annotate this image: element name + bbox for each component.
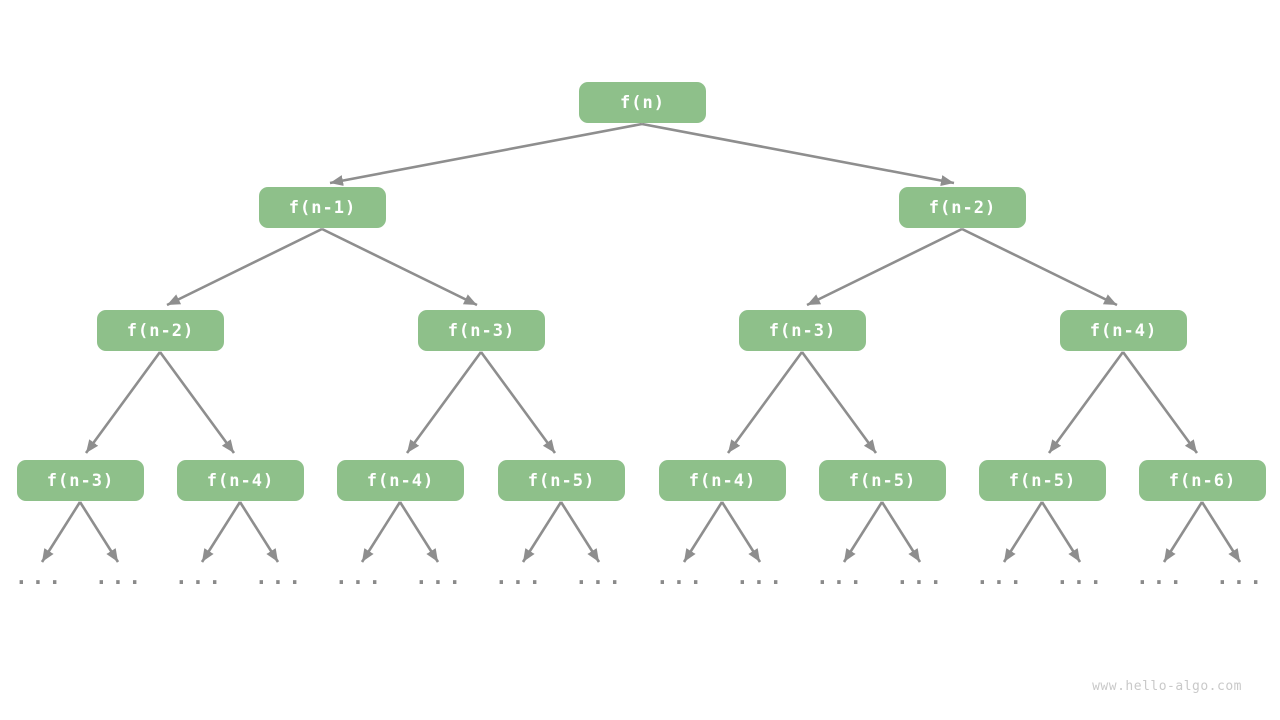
tree-node: f(n-3) (17, 460, 144, 501)
ellipsis-leaf: ... (1216, 565, 1266, 589)
tree-node: f(n-2) (97, 310, 224, 351)
ellipsis-leaf: ... (175, 565, 225, 589)
ellipsis-leaf: ... (736, 565, 786, 589)
ellipsis-leaf: ... (816, 565, 866, 589)
tree-node: f(n-6) (1139, 460, 1266, 501)
ellipsis-leaf: ... (335, 565, 385, 589)
ellipsis-leaf: ... (1056, 565, 1106, 589)
ellipsis-leaf: ... (656, 565, 706, 589)
tree-node-root: f(n) (579, 82, 706, 123)
ellipsis-leaf: ... (1136, 565, 1186, 589)
tree-node: f(n-4) (659, 460, 786, 501)
ellipsis-leaf: ... (896, 565, 946, 589)
tree-node: f(n-5) (979, 460, 1106, 501)
ellipsis-leaf: ... (255, 565, 305, 589)
tree-node: f(n-5) (819, 460, 946, 501)
tree-node: f(n-3) (418, 310, 545, 351)
watermark: www.hello-algo.com (1092, 679, 1242, 694)
ellipsis-leaf: ... (95, 565, 145, 589)
ellipsis-leaf: ... (15, 565, 65, 589)
ellipsis-leaf: ... (495, 565, 545, 589)
ellipsis-leaf: ... (415, 565, 465, 589)
ellipsis-leaf: ... (575, 565, 625, 589)
tree-node: f(n-3) (739, 310, 866, 351)
tree-node: f(n-4) (1060, 310, 1187, 351)
tree-node: f(n-4) (177, 460, 304, 501)
ellipsis-leaf: ... (976, 565, 1026, 589)
tree-node: f(n-5) (498, 460, 625, 501)
tree-node: f(n-2) (899, 187, 1026, 228)
tree-node: f(n-1) (259, 187, 386, 228)
tree-node: f(n-4) (337, 460, 464, 501)
